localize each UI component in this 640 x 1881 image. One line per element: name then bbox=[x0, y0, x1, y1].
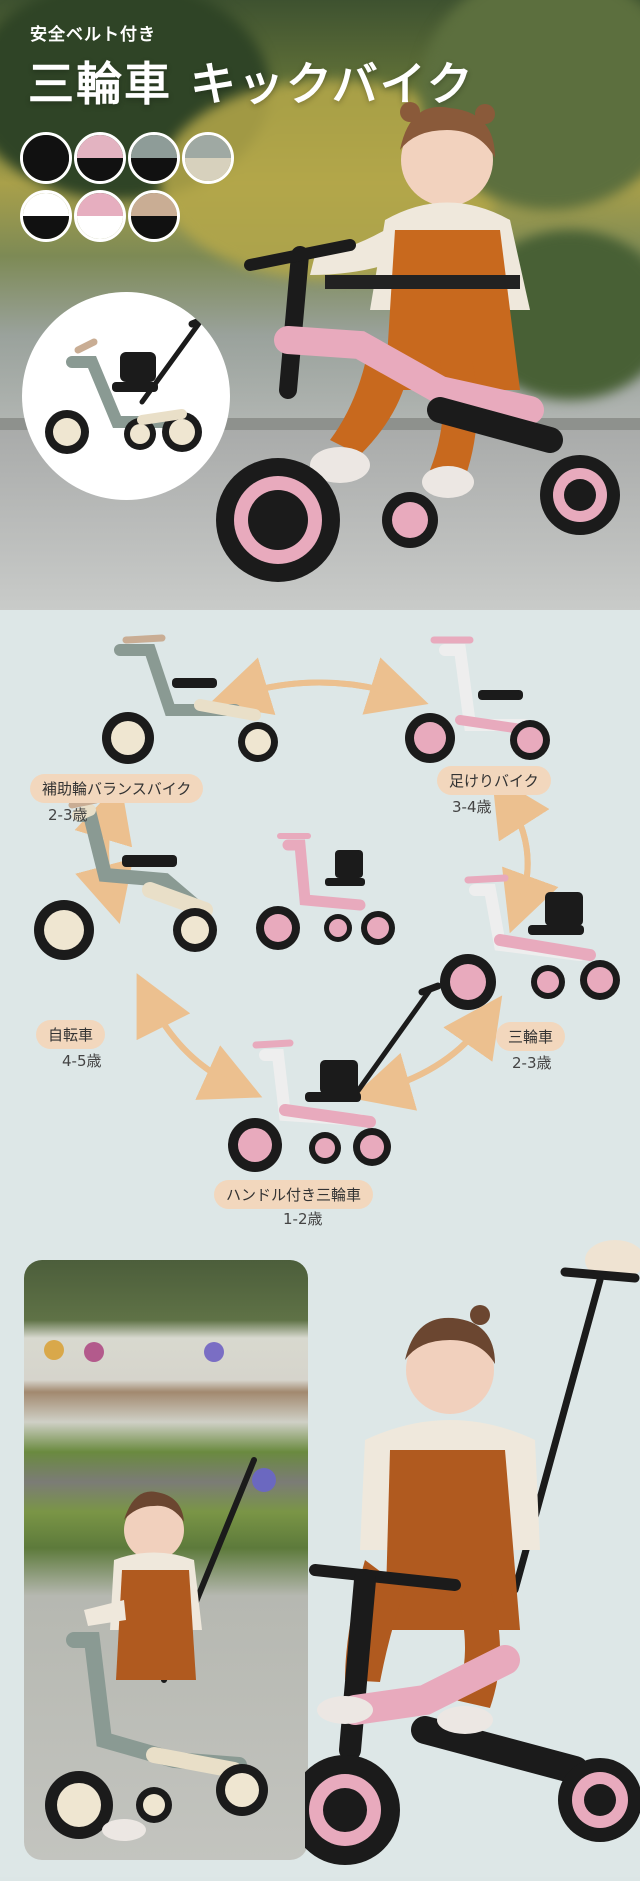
child-on-pink-trike bbox=[216, 102, 620, 582]
color-swatch-pink-black[interactable] bbox=[74, 132, 126, 184]
inset-product-image bbox=[22, 292, 230, 500]
mode-label-trike: 三輪車 bbox=[496, 1022, 566, 1051]
mode-label-kick-bike: 足けりバイク bbox=[437, 766, 551, 795]
bike-center-trike bbox=[256, 833, 395, 950]
mode-age-bicycle: 4-5歳 bbox=[62, 1052, 102, 1070]
mode-label-bicycle: 自転車 bbox=[36, 1020, 106, 1049]
bike-trike bbox=[440, 874, 620, 1010]
child-on-sage-trike-photo bbox=[44, 1340, 276, 1841]
mode-label-balance-bike: 補助輪バランスバイク bbox=[30, 774, 204, 803]
lifestyle-photos bbox=[0, 1230, 640, 1877]
bike-balance-training-wheel bbox=[102, 634, 278, 764]
color-swatch-pink-white[interactable] bbox=[74, 190, 126, 242]
child-on-pink-trike-photo bbox=[290, 1240, 640, 1865]
mode-diagram bbox=[34, 634, 620, 1172]
mode-age-trike: 2-3歳 bbox=[512, 1054, 552, 1072]
hero-subtitle: 安全ベルト付き bbox=[30, 25, 156, 45]
mode-age-kick-bike: 3-4歳 bbox=[452, 798, 492, 816]
bike-kick bbox=[405, 636, 550, 763]
bike-bicycle bbox=[34, 796, 217, 960]
color-swatch-sage-cream[interactable] bbox=[182, 132, 234, 184]
mode-age-balance-bike: 2-3歳 bbox=[48, 806, 88, 824]
photo-child-park bbox=[24, 1260, 308, 1860]
sage-trike-with-handle-icon bbox=[45, 312, 216, 454]
color-swatch-sage-black[interactable] bbox=[128, 132, 180, 184]
bike-trike-with-handle bbox=[228, 982, 442, 1172]
color-swatch-white-black[interactable] bbox=[20, 190, 72, 242]
hero-banner: 安全ベルト付き 三輪車 キックバイク bbox=[0, 0, 640, 610]
photo-child-closeup bbox=[290, 1230, 640, 1877]
color-swatch-beige-black[interactable] bbox=[128, 190, 180, 242]
color-swatch-black[interactable] bbox=[20, 132, 72, 184]
transformation-modes: 補助輪バランスバイク 2-3歳 足けりバイク 3-4歳 自転車 4-5歳 三輪車… bbox=[0, 610, 640, 1230]
mode-label-trike-with-handle: ハンドル付き三輪車 bbox=[214, 1180, 374, 1209]
hero-title: 三輪車 キックバイク bbox=[28, 57, 475, 111]
mode-age-trike-with-handle: 1-2歳 bbox=[283, 1210, 323, 1228]
